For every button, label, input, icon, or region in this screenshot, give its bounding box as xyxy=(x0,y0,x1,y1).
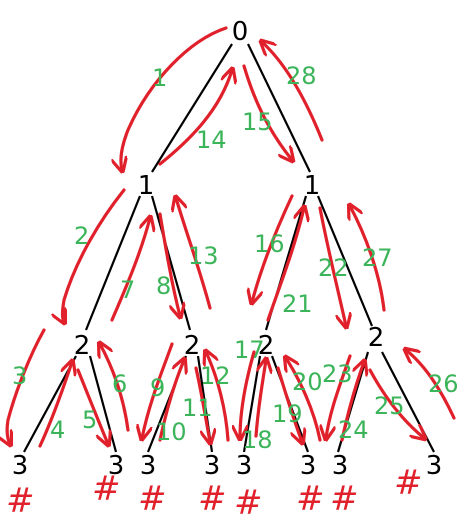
edge-1b-2d xyxy=(316,195,374,327)
arrow-5 xyxy=(76,368,108,444)
arrow-3 xyxy=(7,328,46,444)
arrow-12 xyxy=(206,352,230,442)
arrow-18 xyxy=(254,360,266,438)
node-leaf-d: 3 xyxy=(204,451,221,481)
step-label: 6 xyxy=(112,370,127,398)
step-label: 11 xyxy=(182,394,213,422)
leaf-end-marks: # # # # # # # # xyxy=(6,463,423,523)
edge-0-1a xyxy=(151,43,233,173)
step-label: 15 xyxy=(242,108,273,136)
arrow-13 xyxy=(176,198,212,310)
node-leaf-h: 3 xyxy=(426,451,443,481)
step-label: 22 xyxy=(318,254,349,282)
arrow-6 xyxy=(100,344,130,432)
arrow-8 xyxy=(158,212,180,316)
step-label: 2 xyxy=(74,222,89,250)
step-label: 12 xyxy=(200,362,231,390)
arrow-7 xyxy=(110,218,150,322)
leaf-mark: # xyxy=(6,481,35,521)
node-leaf-b: 3 xyxy=(108,451,125,481)
arrow-10 xyxy=(158,360,184,442)
node-leaf-e: 3 xyxy=(236,451,253,481)
step-label: 14 xyxy=(196,126,227,154)
node-root: 0 xyxy=(232,17,249,47)
step-label: 20 xyxy=(292,368,323,396)
leaf-mark: # xyxy=(296,479,325,519)
leaf-mark: # xyxy=(138,479,167,519)
leaf-mark: # xyxy=(394,463,423,503)
step-label: 23 xyxy=(322,360,353,388)
step-label: 8 xyxy=(156,272,171,300)
node-leaf-c: 3 xyxy=(140,451,157,481)
step-label: 9 xyxy=(150,374,165,402)
edge-0-1b xyxy=(247,43,311,173)
arrow-1 xyxy=(121,26,228,170)
step-label: 1 xyxy=(152,64,167,92)
node-leaf-a: 3 xyxy=(12,451,29,481)
arrow-16 xyxy=(252,194,294,302)
node-leaf-g: 3 xyxy=(332,451,349,481)
leaf-mark: # xyxy=(234,483,263,523)
tree-nodes: 0 1 1 2 2 2 2 3 3 3 3 3 3 3 3 xyxy=(12,17,443,481)
step-label: 21 xyxy=(282,290,313,318)
leaf-mark: # xyxy=(92,469,121,509)
leaf-mark: # xyxy=(198,479,227,519)
step-label: 17 xyxy=(234,336,265,364)
arrow-15 xyxy=(242,64,292,160)
arrow-22 xyxy=(318,206,346,326)
step-label: 4 xyxy=(50,416,65,444)
step-label: 28 xyxy=(286,62,317,90)
arrow-21 xyxy=(266,208,304,322)
node-leaf-f: 3 xyxy=(300,451,317,481)
arrow-26 xyxy=(406,350,456,420)
leaf-mark: # xyxy=(330,479,359,519)
step-label: 13 xyxy=(188,242,219,270)
arrow-23 xyxy=(326,354,352,438)
arrow-19 xyxy=(276,366,302,442)
node-level2-b: 2 xyxy=(184,331,201,361)
step-labels: 1 2 3 4 5 6 7 8 9 10 11 12 13 14 15 16 1… xyxy=(12,62,459,454)
step-label: 5 xyxy=(82,406,97,434)
step-label: 16 xyxy=(254,230,285,258)
step-label: 19 xyxy=(272,400,303,428)
arrow-9 xyxy=(142,342,174,438)
arrow-2 xyxy=(63,188,126,322)
step-label: 27 xyxy=(362,244,393,272)
arrow-17 xyxy=(240,350,256,438)
arrow-24 xyxy=(340,362,364,442)
arrow-28 xyxy=(262,42,324,142)
arrow-11 xyxy=(194,366,210,442)
arrow-27 xyxy=(350,206,386,312)
step-label: 3 xyxy=(12,362,27,390)
traversal-arrows xyxy=(7,26,456,448)
step-label: 25 xyxy=(374,392,405,420)
node-level1-left: 1 xyxy=(138,171,155,201)
node-level2-d: 2 xyxy=(368,323,385,353)
node-level2-a: 2 xyxy=(74,331,91,361)
edge-1a-2b xyxy=(150,195,192,331)
arrow-14 xyxy=(158,70,232,166)
step-label: 24 xyxy=(338,416,369,444)
arrow-4 xyxy=(38,362,72,448)
node-level1-right: 1 xyxy=(304,171,321,201)
edge-1a-2a xyxy=(84,195,142,331)
arrow-20 xyxy=(286,358,322,442)
step-label: 7 xyxy=(120,276,135,304)
step-label: 26 xyxy=(428,370,459,398)
step-label: 10 xyxy=(156,418,187,446)
step-label: 18 xyxy=(242,426,273,454)
arrow-25 xyxy=(368,368,424,438)
node-level2-c: 2 xyxy=(258,331,275,361)
